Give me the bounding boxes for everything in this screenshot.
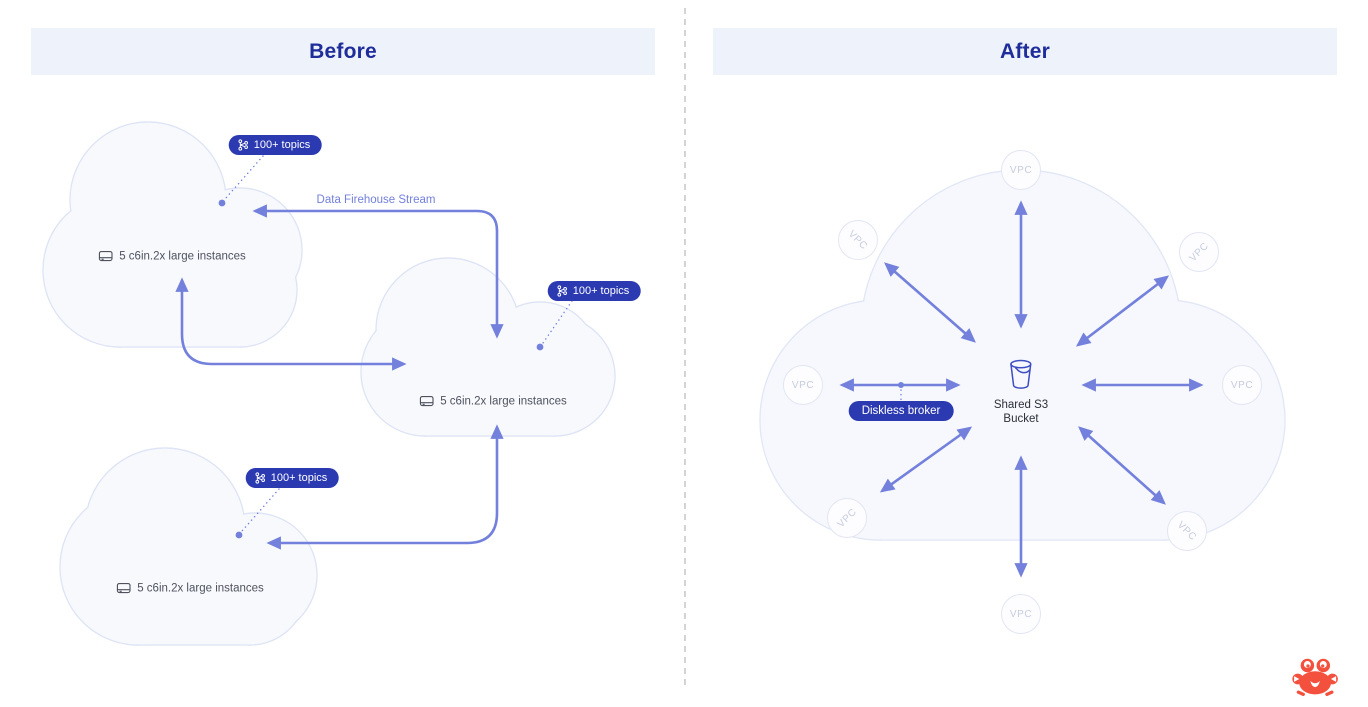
instances-label-text: 5 c6in.2x large instances [440, 395, 567, 407]
after-title: After [999, 39, 1050, 63]
vpc-label: VPC [1175, 519, 1199, 543]
server-instance-icon [419, 395, 434, 407]
cloud-shared [759, 169, 1286, 541]
vpc-node-bottom: VPC [1001, 594, 1041, 634]
crab-logo-icon [1292, 658, 1338, 697]
vpc-label: VPC [1009, 164, 1033, 176]
panel-divider [684, 8, 686, 686]
server-instance-icon [116, 582, 131, 594]
crab-logo [1291, 655, 1345, 706]
kafka-icon [557, 285, 567, 297]
topics-badge-label: 100+ topics [572, 285, 630, 297]
arrow-vpc-upper-right [1075, 275, 1170, 347]
arrow-firehouse-stream [252, 204, 504, 339]
shared-s3-bucket: Shared S3 Bucket [994, 356, 1048, 426]
vpc-label: VPC [791, 379, 815, 391]
bucket-label-line2: Bucket [1003, 413, 1039, 425]
connector-badge-2 [542, 300, 573, 344]
anchor-dot-2 [536, 343, 544, 351]
vpc-label: VPC [1187, 240, 1211, 264]
vpc-label: VPC [835, 506, 859, 530]
server-instance-icon [98, 250, 113, 262]
instances-label-3: 5 c6in.2x large instances [116, 581, 264, 596]
instances-label-text: 5 c6in.2x large instances [119, 250, 246, 262]
stream-label: Data Firehouse Stream [316, 194, 436, 206]
kafka-icon [255, 472, 265, 484]
before-title: Before [309, 39, 377, 63]
arrow-vpc-lower-right [1078, 426, 1166, 505]
anchor-dot-1 [218, 199, 226, 207]
arrow-vpc-lower-left [879, 426, 973, 493]
vpc-node-right: VPC [1222, 365, 1262, 405]
arrow-vpc-upper-left [884, 262, 976, 343]
diskless-broker-badge: Diskless broker [848, 401, 954, 421]
s3-bucket-icon [1010, 359, 1032, 389]
bucket-label-line1: Shared S3 [993, 399, 1049, 411]
arrow-cluster3-cluster2 [266, 424, 504, 550]
connector-badge-1 [224, 155, 264, 200]
topics-badge-label: 100+ topics [270, 472, 328, 484]
anchor-dot-3 [235, 531, 243, 539]
instances-label-1: 5 c6in.2x large instances [98, 249, 246, 264]
topics-badge-2: 100+ topics [547, 281, 641, 301]
cloud-cluster-3 [59, 447, 318, 646]
vpc-label: VPC [846, 228, 870, 252]
kafka-icon [238, 139, 248, 151]
topics-badge-1: 100+ topics [228, 135, 322, 155]
vpc-label: VPC [1230, 379, 1254, 391]
before-header: Before [31, 28, 655, 75]
instances-label-2: 5 c6in.2x large instances [419, 394, 567, 409]
after-header: After [713, 28, 1337, 75]
diskless-broker-label: Diskless broker [861, 405, 941, 417]
connector-badge-3 [241, 488, 280, 532]
vpc-node-top: VPC [1001, 150, 1041, 190]
topics-badge-label: 100+ topics [253, 139, 311, 151]
anchor-dot-broker [898, 382, 904, 388]
topics-badge-3: 100+ topics [245, 468, 339, 488]
instances-label-text: 5 c6in.2x large instances [137, 582, 264, 594]
arrow-cluster1-cluster2 [175, 277, 407, 371]
vpc-label: VPC [1009, 608, 1033, 620]
vpc-node-left: VPC [783, 365, 823, 405]
